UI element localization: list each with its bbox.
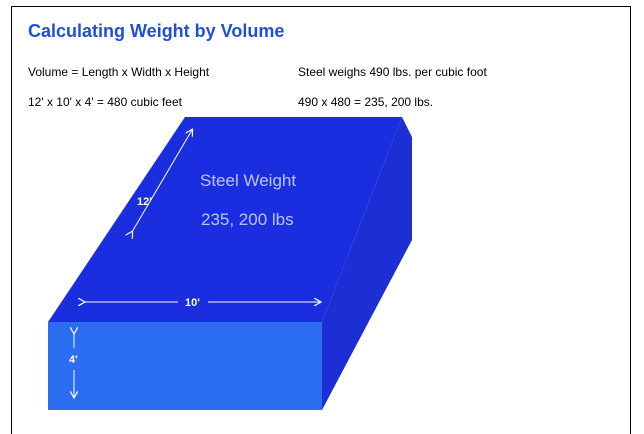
width-label: 10' [185, 297, 200, 309]
volume-formula: Volume = Length x Width x Height [28, 65, 210, 79]
block-side-face [322, 117, 412, 410]
page-title: Calculating Weight by Volume [28, 21, 285, 41]
steel-density-text: Steel weighs 490 lbs. per cubic foot [298, 65, 487, 79]
steel-weight-title: Steel Weight [200, 171, 296, 190]
height-label: 4' [69, 354, 78, 366]
weight-calculation: 490 x 480 = 235, 200 lbs. [298, 95, 434, 109]
length-label: 12' [137, 196, 152, 208]
volume-calculation: 12' x 10' x 4' = 480 cubic feet [28, 95, 182, 109]
block-top-face [48, 117, 402, 322]
steel-weight-value: 235, 200 lbs [201, 210, 294, 229]
length-dimension-line [132, 130, 192, 232]
block-front-face [48, 322, 322, 410]
